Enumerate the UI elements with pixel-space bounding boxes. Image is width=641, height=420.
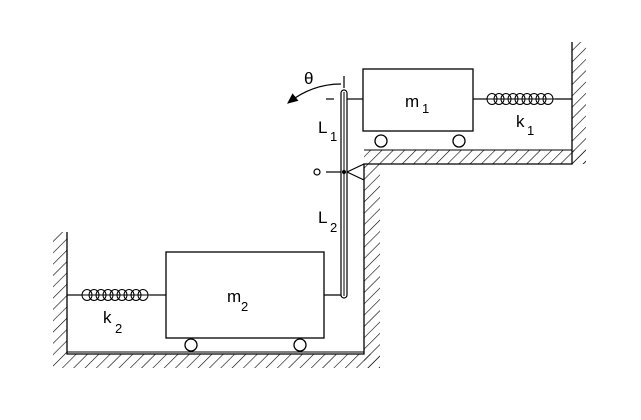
- length2-label: L: [318, 208, 327, 227]
- ground-profile: [66, 42, 573, 355]
- lever-rod: [340, 89, 348, 299]
- theta-label: θ: [304, 69, 313, 88]
- length2-subscript: 2: [330, 220, 337, 235]
- pivot-support: [313, 163, 365, 181]
- spring2-label: k: [103, 308, 112, 327]
- spring2: [67, 289, 166, 301]
- mass1-block: [362, 68, 474, 132]
- spring1: [473, 93, 572, 105]
- spring1-label: k: [516, 112, 525, 131]
- mass1-subscript: 1: [422, 101, 429, 116]
- spring2-subscript: 2: [115, 321, 122, 336]
- theta-indicator: [287, 76, 345, 104]
- mass1-label: m: [405, 92, 419, 111]
- spring1-subscript: 1: [527, 123, 534, 138]
- mass2-wheel-right: [293, 338, 307, 352]
- ground-hatching: [53, 42, 586, 368]
- length1-label: L: [318, 118, 327, 137]
- mass2-wheel-left: [184, 338, 198, 352]
- mass2-block: [165, 251, 325, 339]
- mass1-wheel-right: [452, 134, 466, 148]
- mass2-label: m: [227, 287, 241, 306]
- mass2-subscript: 2: [241, 299, 248, 314]
- mass1-wheel-left: [374, 134, 388, 148]
- length1-subscript: 1: [330, 129, 337, 144]
